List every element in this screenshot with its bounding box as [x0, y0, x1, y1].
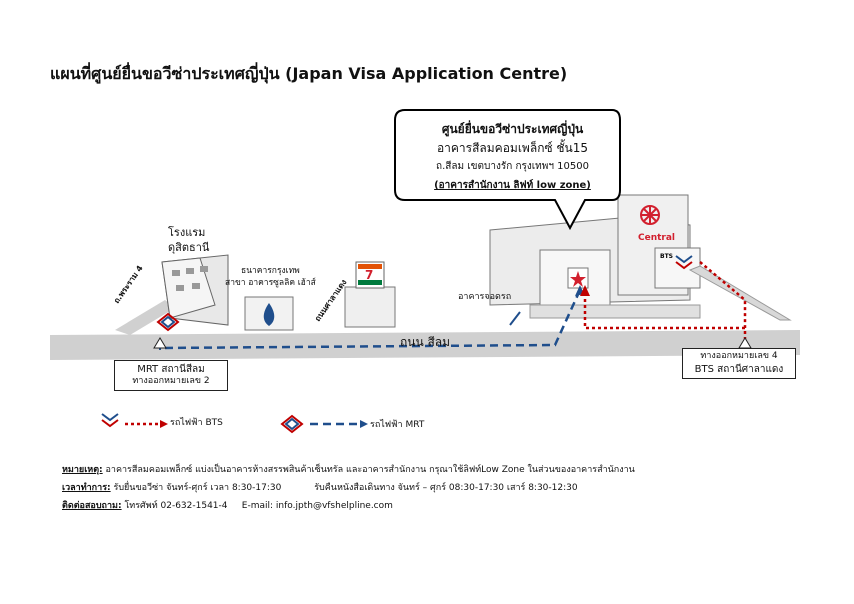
mrt-station-label: MRT สถานีสีลม — [137, 364, 205, 375]
destination-star-icon — [570, 271, 586, 287]
central-logo-icon — [640, 205, 660, 225]
page-title: แผนที่ศูนย์ยื่นขอวีซ่าประเทศญี่ปุ่น (Jap… — [50, 64, 568, 83]
rama4-road — [115, 300, 175, 335]
parking-building-label: อาคารจอดรถ — [458, 292, 512, 302]
entrance-arrow — [509, 311, 521, 326]
hours-label: เวลาทำการ: — [62, 483, 111, 493]
legend-mrt-label: รถไฟฟ้า MRT — [370, 420, 425, 430]
mrt-station-box: MRT สถานีสีลม ทางออกหมายเลข 2 — [114, 360, 228, 391]
note-row: หมายเหตุ: อาคารสีลมคอมเพล็กซ์ แบ่งเป็นอา… — [62, 462, 635, 476]
bangkok-bank-building — [244, 296, 294, 331]
bts-station-label: BTS สถานีศาลาแดง — [694, 363, 784, 375]
silom-complex-building: Central BTS — [489, 194, 792, 321]
note-label: หมายเหตุ: — [62, 465, 103, 475]
mrt-exit-label: ทางออกหมายเลข 2 — [132, 376, 210, 386]
speech-bubble — [394, 109, 621, 231]
bts-station-box: ทางออกหมายเลข 4 BTS สถานีศาลาแดง — [682, 348, 796, 379]
seven-eleven-building: 7 — [344, 261, 396, 328]
legend-bts-label: รถไฟฟ้า BTS — [170, 418, 223, 428]
hours-row: เวลาทำการ: รับยื่นขอวีซ่า จันทร์-ศุกร์ เ… — [62, 480, 578, 494]
contact-row: ติดต่อสอบถาม: โทรศัพท์ 02-632-1541-4 E-m… — [62, 498, 393, 512]
bubble-line2: อาคารสีลมคอมเพล็กซ์ ชั้น15 — [436, 141, 589, 155]
silom-road-label: ถนน สีลม — [400, 335, 451, 349]
seven-logo-text: 7 — [365, 268, 373, 282]
bts-exit-label: ทางออกหมายเลข 4 — [700, 351, 778, 361]
note-text: อาคารสีลมคอมเพล็กซ์ แบ่งเป็นอาคารห้างสรร… — [102, 465, 635, 475]
legend-mrt-icon — [280, 414, 304, 434]
bts-logo-icon — [675, 255, 693, 270]
bubble-line3: ถ.สีลม เขตบางรัก กรุงเทพฯ 10500 — [436, 161, 589, 172]
dusit-hotel-building — [161, 254, 229, 326]
hotel-label: โรงแรม ดุสิตธานี — [168, 226, 210, 255]
mrt-exit-arrow — [153, 337, 167, 349]
hours-text1: รับยื่นขอวีซ่า จันทร์-ศุกร์ เวลา 8:30-17… — [110, 483, 282, 493]
mrt-logo-icon — [156, 312, 180, 332]
bubble-line1: ศูนย์ยื่นขอวีซ่าประเทศญี่ปุ่น — [441, 122, 584, 136]
hours-text2: รับคืนหนังสือเดินทาง จันทร์ – ศุกร์ 08:3… — [314, 483, 578, 493]
bts-route-line — [583, 290, 747, 340]
central-label: Central — [638, 233, 675, 243]
contact-label: ติดต่อสอบถาม: — [62, 501, 122, 511]
bts-sign-text: BTS — [660, 253, 673, 260]
bubble-line4: (อาคารสำนักงาน ลิฟท์ low zone) — [434, 180, 591, 191]
contact-text: โทรศัพท์ 02-632-1541-4 E-mail: info.jpth… — [121, 501, 393, 511]
bank-label: ธนาคารกรุงเทพ สาขา อาคารซูลลิค เฮ้าส์ — [225, 266, 316, 289]
legend-bts-icon — [101, 413, 119, 428]
